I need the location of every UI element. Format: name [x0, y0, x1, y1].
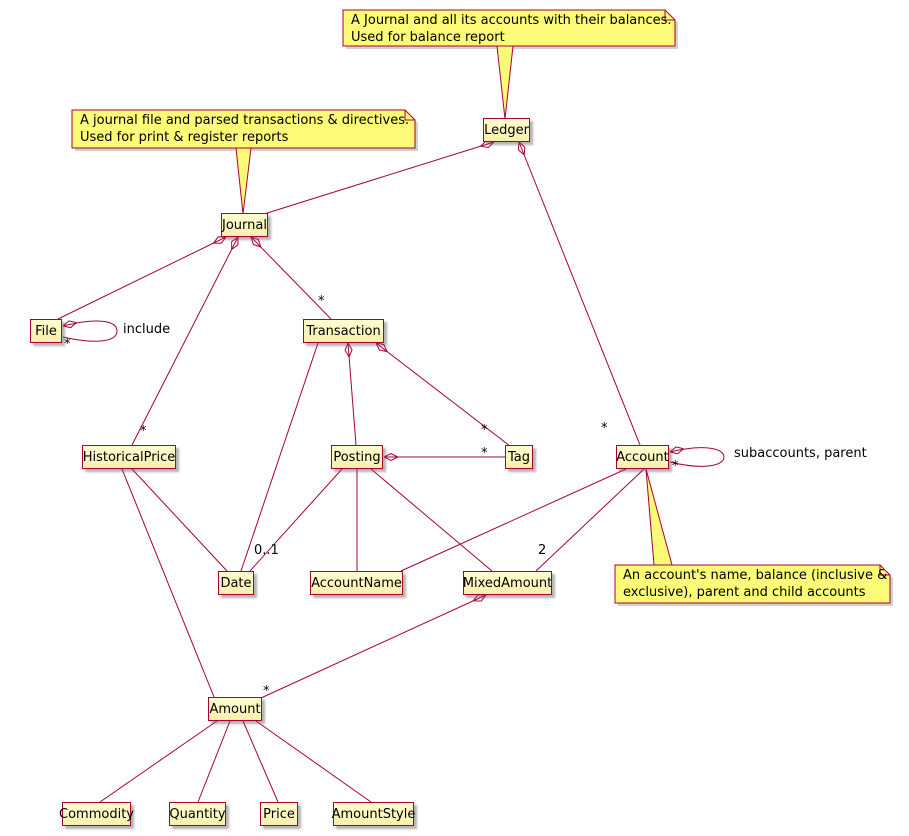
note-journal-shape	[71, 109, 418, 215]
class-amountstyle-label: AmountStyle	[331, 806, 416, 822]
class-account-label: Account	[616, 449, 669, 465]
multiplicity-posting-tag: *	[481, 446, 488, 461]
note-journal-line1: A journal file and parsed transactions &…	[80, 113, 410, 128]
class-account: Account	[616, 445, 669, 469]
edge-amount-commodity	[99, 720, 218, 803]
class-transaction: Transaction	[303, 319, 384, 343]
edge-account-accountname	[400, 468, 627, 572]
edge-label-include: include	[123, 322, 171, 337]
edge-ledger-account	[519, 142, 641, 446]
class-amount: Amount	[208, 697, 262, 721]
edge-historicalprice-amount	[121, 468, 215, 698]
edge-label-subaccounts-parent: subaccounts, parent	[734, 446, 867, 461]
class-quantity: Quantity	[169, 802, 226, 826]
edge-amount-price	[242, 720, 279, 803]
note-account-shape	[614, 468, 893, 606]
class-historicalprice: HistoricalPrice	[82, 445, 176, 469]
class-accountname: AccountName	[310, 571, 403, 595]
class-ledger-label: Ledger	[484, 122, 529, 138]
note-journal: A journal file and parsed transactions &…	[80, 112, 409, 146]
class-amount-label: Amount	[209, 701, 261, 717]
multiplicity-file-include: *	[64, 337, 71, 352]
class-quantity-label: Quantity	[169, 806, 226, 822]
edge-transaction-tag	[376, 343, 511, 447]
edge-ledger-journal	[263, 142, 494, 215]
class-file-label: File	[35, 323, 57, 339]
edge-historicalprice-date	[131, 468, 228, 572]
note-account-line2: exclusive), parent and child accounts	[623, 585, 866, 600]
class-journal: Journal	[221, 213, 268, 237]
edge-posting-date	[249, 468, 343, 572]
edge-amount-amountstyle	[255, 720, 372, 803]
edge-journal-historicalprice	[131, 237, 238, 446]
multiplicity-account-subaccounts: *	[672, 459, 679, 474]
class-historicalprice-label: HistoricalPrice	[82, 449, 176, 465]
note-ledger-line2: Used for balance report	[351, 30, 505, 45]
edge-transaction-date	[240, 342, 319, 572]
note-journal-line2: Used for print & register reports	[80, 130, 289, 145]
class-commodity: Commodity	[59, 802, 134, 826]
class-journal-label: Journal	[222, 217, 267, 233]
multiplicity-posting-date: 0..1	[254, 543, 279, 558]
edge-account-self-subaccounts	[670, 448, 725, 467]
edge-amount-quantity	[197, 720, 231, 803]
class-posting-label: Posting	[333, 449, 381, 465]
class-mixedamount-label: MixedAmount	[462, 575, 553, 591]
multiplicity-journal-historicalprice: *	[140, 424, 147, 439]
edge-mixedamount-amount	[260, 595, 486, 699]
class-file: File	[30, 319, 62, 343]
class-posting: Posting	[331, 445, 383, 469]
edge-posting-mixedamount	[370, 468, 493, 572]
class-price-label: Price	[263, 806, 295, 822]
class-transaction-label: Transaction	[306, 323, 381, 339]
class-amountstyle: AmountStyle	[331, 802, 416, 826]
class-accountname-label: AccountName	[311, 575, 402, 591]
multiplicity-ledger-account: *	[601, 421, 608, 436]
class-date: Date	[218, 571, 254, 595]
class-price: Price	[260, 802, 298, 826]
class-commodity-label: Commodity	[59, 806, 134, 822]
multiplicity-account-mixedamount: 2	[538, 543, 547, 558]
edge-file-self-include	[63, 321, 118, 342]
edge-journal-transaction	[251, 237, 332, 320]
class-mixedamount: MixedAmount	[463, 571, 552, 595]
multiplicity-mixedamount-amount: *	[263, 684, 270, 699]
note-ledger-shape	[342, 9, 678, 120]
class-date-label: Date	[220, 575, 252, 591]
multiplicity-journal-transaction: *	[318, 294, 325, 309]
note-ledger: A Journal and all its accounts with thei…	[351, 12, 672, 46]
edge-transaction-posting	[348, 343, 357, 446]
note-account-line1: An account's name, balance (inclusive &	[623, 568, 888, 583]
class-tag-label: Tag	[507, 449, 530, 465]
note-account: An account's name, balance (inclusive & …	[623, 567, 887, 601]
edge-journal-file	[57, 237, 226, 320]
multiplicity-transaction-tag: *	[481, 423, 488, 438]
edge-account-mixedamount	[535, 468, 645, 572]
note-ledger-line1: A Journal and all its accounts with thei…	[351, 13, 672, 28]
class-ledger: Ledger	[483, 118, 530, 142]
class-tag: Tag	[505, 445, 533, 469]
